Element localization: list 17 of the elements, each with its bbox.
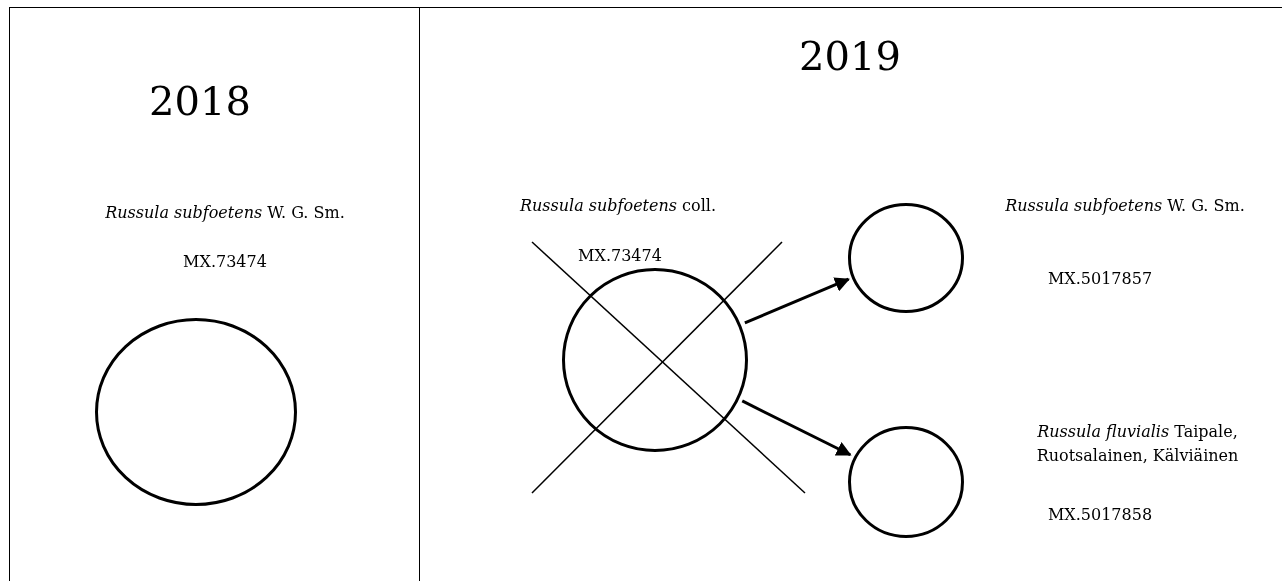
species-name: Russula fluvialis Taipale, Ruotsalainen, Kälviäinen	[1035, 421, 1240, 467]
arrow	[744, 277, 850, 325]
species-name: Russula subfoetens W. G. Sm.	[1004, 195, 1246, 217]
species-name: Russula subfoetens coll.	[520, 195, 717, 217]
specimen-id: MX.73474	[577, 245, 663, 267]
year-heading: 2018	[148, 78, 252, 124]
arrow	[741, 399, 852, 457]
specimen-id: MX.5017858	[1046, 504, 1154, 526]
circle	[848, 203, 964, 313]
specimen-id: MX.73474	[182, 251, 268, 273]
crossed-out-circle	[562, 268, 748, 452]
circle	[848, 426, 964, 538]
panel	[9, 7, 420, 581]
species-name: Russula subfoetens W. G. Sm.	[104, 202, 346, 224]
year-heading: 2019	[798, 33, 902, 79]
circle	[95, 318, 297, 506]
specimen-id: MX.5017857	[1046, 268, 1154, 290]
